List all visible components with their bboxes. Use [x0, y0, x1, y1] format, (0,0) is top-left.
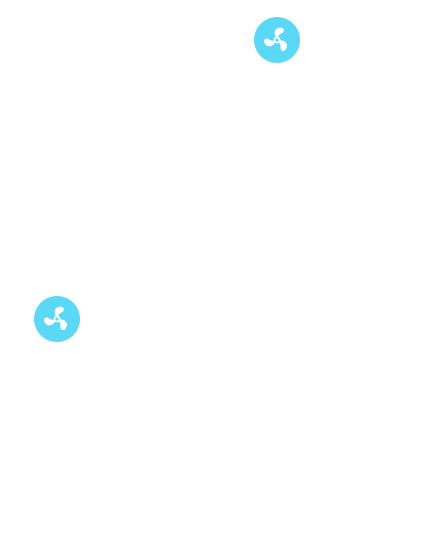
fan-button-bottom[interactable] [34, 296, 80, 342]
fan-icon [43, 306, 67, 331]
fan-button-top[interactable] [254, 17, 300, 63]
fan-icon [263, 27, 287, 52]
